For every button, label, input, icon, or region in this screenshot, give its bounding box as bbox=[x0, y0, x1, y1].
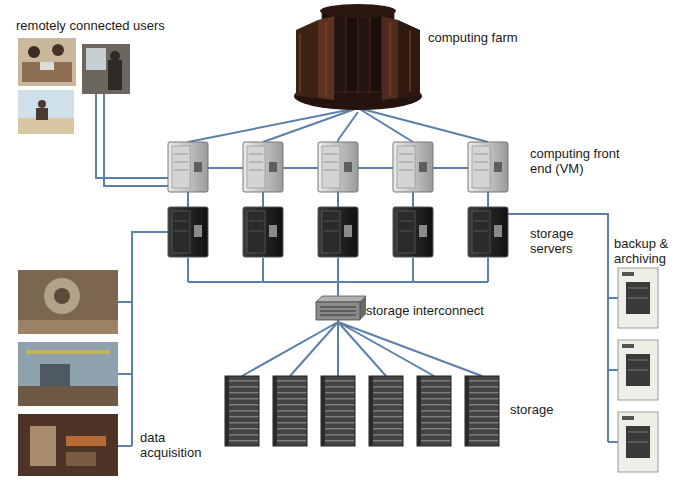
photo-detail bbox=[22, 62, 72, 82]
device-group: storage servers bbox=[160, 203, 595, 262]
network-link bbox=[337, 196, 339, 203]
photo-detail bbox=[54, 288, 70, 304]
photo-detail bbox=[40, 62, 54, 70]
server-icon bbox=[318, 142, 358, 192]
photo bbox=[18, 38, 76, 86]
device-group: storage interconnect bbox=[314, 296, 496, 326]
storage-rack bbox=[369, 376, 403, 446]
photo-detail bbox=[40, 364, 70, 386]
photo bbox=[82, 44, 130, 94]
photo-detail bbox=[110, 51, 120, 61]
acquisition-photos bbox=[18, 270, 118, 476]
photo bbox=[18, 270, 118, 334]
backup-cabinet bbox=[618, 340, 658, 400]
server-icon bbox=[468, 207, 508, 257]
photo bbox=[18, 342, 118, 406]
server-icon bbox=[318, 207, 358, 257]
wire bbox=[188, 258, 488, 302]
storage-racks bbox=[225, 376, 499, 446]
network-link bbox=[337, 262, 339, 296]
photo-detail bbox=[108, 60, 122, 90]
server-icon bbox=[243, 207, 283, 257]
node-label: storage interconnect bbox=[366, 303, 492, 318]
storage-server-icons bbox=[168, 207, 508, 257]
node-label: computing front end (VM) bbox=[530, 146, 620, 176]
front-end-servers bbox=[168, 142, 508, 192]
wire bbox=[188, 108, 488, 142]
device-group: remotely connected users bbox=[12, 14, 174, 138]
interconnect-icon bbox=[316, 296, 366, 320]
server-icon bbox=[168, 207, 208, 257]
node-label: data acquisition bbox=[140, 430, 214, 460]
storage-rack bbox=[321, 376, 355, 446]
node-label: backup & archiving bbox=[614, 236, 676, 266]
server-icon bbox=[243, 142, 283, 192]
wire bbox=[188, 192, 488, 207]
storage-rack bbox=[417, 376, 451, 446]
photo-detail bbox=[18, 320, 118, 334]
photo-detail bbox=[36, 108, 48, 120]
photo-detail bbox=[30, 426, 56, 466]
photo-detail bbox=[38, 100, 46, 108]
network-link bbox=[96, 138, 160, 178]
photo-detail bbox=[66, 436, 106, 446]
device-group: computing front end (VM) bbox=[160, 140, 630, 196]
computing-farm-figure bbox=[294, 4, 422, 110]
node-label: remotely connected users bbox=[16, 18, 172, 33]
photo bbox=[18, 414, 118, 476]
server-icon bbox=[393, 207, 433, 257]
wire bbox=[96, 94, 168, 186]
node-label: storage bbox=[510, 402, 570, 417]
device-group: data acquisition bbox=[14, 266, 216, 478]
storage-rack bbox=[225, 376, 259, 446]
server-icon bbox=[468, 142, 508, 192]
backup-cabinet bbox=[618, 268, 658, 328]
photo-detail bbox=[18, 118, 74, 134]
photo-detail bbox=[52, 44, 64, 56]
device-group: backup & archiving bbox=[604, 208, 678, 478]
wire bbox=[242, 320, 482, 376]
network-link bbox=[337, 326, 339, 372]
photo-detail bbox=[66, 452, 96, 466]
user-photos bbox=[18, 38, 130, 134]
storage-rack bbox=[465, 376, 499, 446]
backup-cabinet bbox=[618, 412, 658, 472]
wire bbox=[508, 214, 618, 442]
device-group: storage bbox=[220, 372, 572, 450]
server-icon bbox=[168, 142, 208, 192]
node-label: computing farm bbox=[428, 30, 532, 45]
server-icon bbox=[393, 142, 433, 192]
storage-rack bbox=[273, 376, 307, 446]
backup-cabinets bbox=[618, 268, 658, 472]
photo-detail bbox=[28, 46, 40, 58]
wire bbox=[118, 232, 168, 446]
device-group: computing farm bbox=[292, 2, 536, 112]
photo-detail bbox=[44, 278, 80, 314]
network-link bbox=[132, 232, 160, 266]
photo-detail bbox=[18, 386, 118, 406]
photo-detail bbox=[86, 48, 106, 70]
node-label: storage servers bbox=[530, 226, 590, 256]
network-link bbox=[338, 112, 358, 140]
photo-detail bbox=[26, 350, 110, 354]
network-link bbox=[595, 213, 604, 215]
